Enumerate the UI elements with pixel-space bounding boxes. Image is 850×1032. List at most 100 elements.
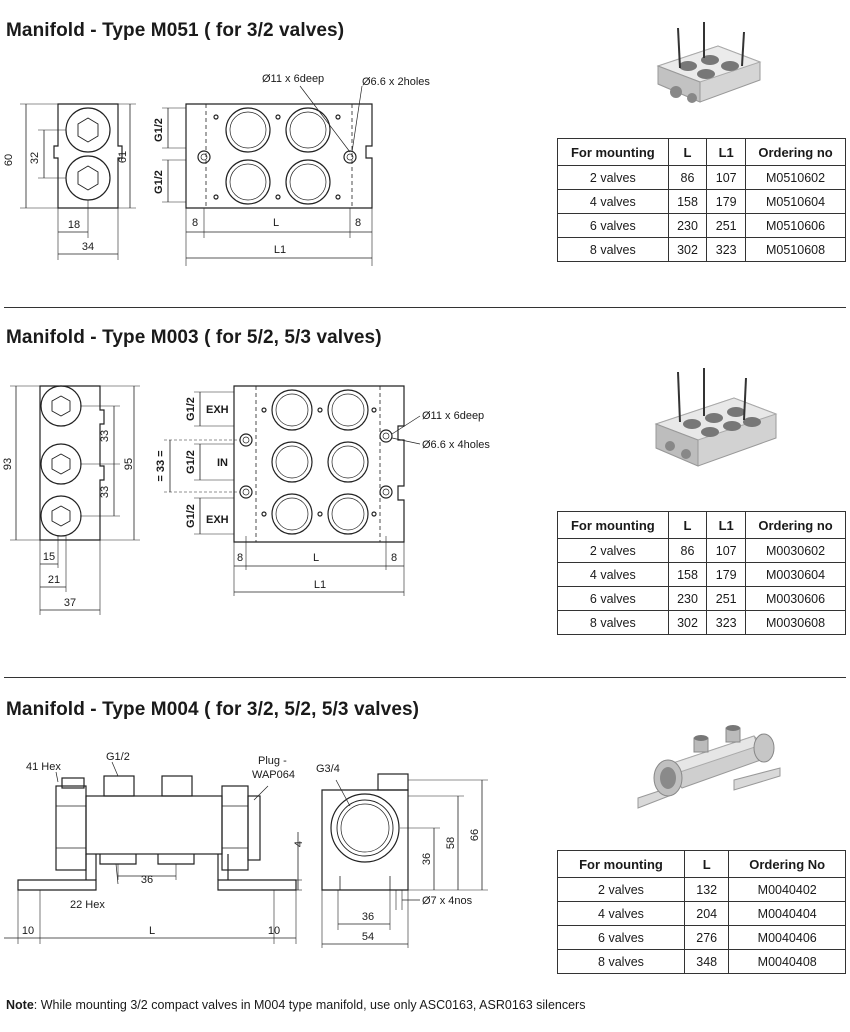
header-L1: L1 [706,138,747,166]
cell: 251 [706,586,747,611]
dim-18: 18 [68,219,80,231]
cell: 2 valves [557,165,669,190]
dim-8-left: 8 [237,552,243,564]
cell: 2 valves [557,877,685,902]
cell: 2 valves [557,538,669,563]
cell: 323 [706,237,747,262]
header-mounting: For mounting [557,138,669,166]
cell: 4 valves [557,562,669,587]
dim-33-top: 33 [99,430,111,442]
dim-21: 21 [48,574,60,586]
callout-hole-66: Ø6.6 x 4holes [422,439,490,451]
port-label-exh-top: EXH [206,404,229,416]
dim-g12-bottom: G1/2 [153,170,165,194]
dim-8-left: 8 [192,217,198,229]
footer-note: Note: While mounting 3/2 compact valves … [6,998,585,1012]
dim-equal-33: = 33 = [155,450,167,481]
cell: 251 [706,213,747,238]
cell: 8 valves [557,949,685,974]
dim-g12-top: G1/2 [153,118,165,142]
label-g12: G1/2 [106,751,130,763]
label-plug: Plug - [258,755,287,767]
callout-hole-66: Ø6.6 x 2holes [362,76,430,88]
note-text: : While mounting 3/2 compact valves in M… [33,998,586,1012]
cell: M0510604 [745,189,846,214]
dim-g12-exh-top: G1/2 [185,397,197,421]
cell: 276 [683,925,730,950]
dim-58: 58 [445,837,457,849]
port-label-exh-bottom: EXH [206,514,229,526]
dim-36-height: 36 [421,853,433,865]
cell: 107 [706,165,747,190]
cell: M0510602 [745,165,846,190]
m051-drawing: 60 32 61 18 34 G1/2 G1/2 8 L 8 L1 Ø11 x … [3,73,430,266]
note-label: Note [6,998,34,1012]
dim-32: 32 [29,152,41,164]
m003-drawing: 93 33 33 95 15 21 37 = 33 = G1/2 G1/2 G1… [2,385,490,615]
cell: 230 [667,213,708,238]
cell: 86 [667,538,708,563]
label-22-hex: 22 Hex [70,899,105,911]
cell: M0040408 [728,949,846,974]
header-ordering: Ordering No [728,850,846,878]
header-mounting: For mounting [557,511,669,539]
cell: M0040406 [728,925,846,950]
cell: 86 [667,165,708,190]
header-L1: L1 [706,511,747,539]
dim-L: L [149,925,155,937]
section-divider [4,307,846,308]
cell: M0040402 [728,877,846,902]
dim-4: 4 [293,841,305,847]
dim-10-left: 10 [22,925,34,937]
callout-hole-7: Ø7 x 4nos [422,895,473,907]
label-41-hex: 41 Hex [26,761,61,773]
header-L: L [683,850,730,878]
cell: M0030606 [745,586,846,611]
section-title-m003: Manifold - Type M003 ( for 5/2, 5/3 valv… [6,327,382,348]
cell: 4 valves [557,189,669,214]
cell: 204 [683,901,730,926]
cell: 132 [683,877,730,902]
cell: M0030604 [745,562,846,587]
dim-L1: L1 [274,244,286,256]
dim-37: 37 [64,597,76,609]
dim-33-bottom: 33 [99,486,111,498]
dim-34: 34 [82,241,94,253]
label-g34: G3/4 [316,763,340,775]
dim-93: 93 [2,458,14,470]
table-header-row: For mounting L Ordering No [557,850,846,878]
cell: 6 valves [557,925,685,950]
section-divider [4,677,846,678]
cell: 179 [706,562,747,587]
label-plug-part: WAP064 [252,769,295,781]
cell: 323 [706,610,747,635]
cell: M0030602 [745,538,846,563]
callout-hole-11: Ø11 x 6deep [422,410,484,422]
header-L: L [667,511,708,539]
dim-L1: L1 [314,579,326,591]
cell: 6 valves [557,213,669,238]
dim-66: 66 [469,829,481,841]
m051-product-image [656,22,762,103]
dim-95: 95 [123,458,135,470]
cell: 8 valves [557,237,669,262]
dim-36-width: 36 [362,911,374,923]
cell: 6 valves [557,586,669,611]
dim-g12-exh-bottom: G1/2 [185,504,197,528]
cell: M0510606 [745,213,846,238]
header-ordering: Ordering no [745,138,846,166]
cell: 348 [683,949,730,974]
dim-8-right: 8 [355,217,361,229]
